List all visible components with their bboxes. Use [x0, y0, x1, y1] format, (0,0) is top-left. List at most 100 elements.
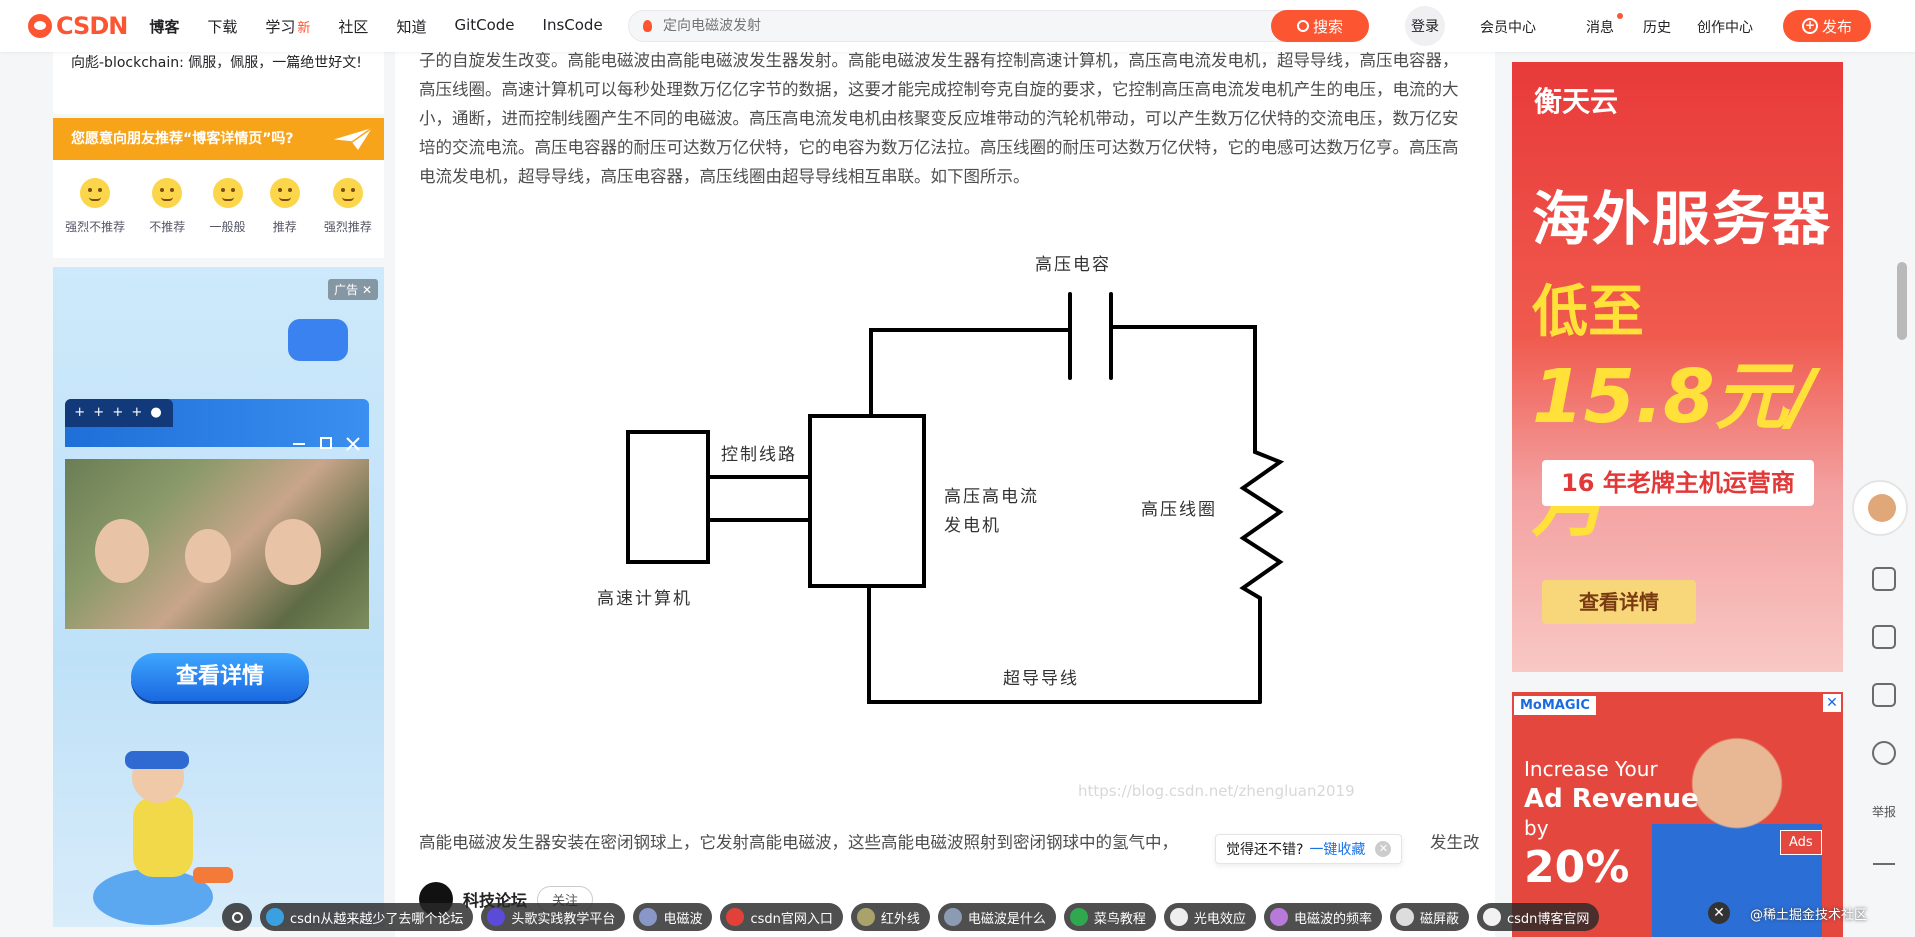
search-icon — [1296, 20, 1309, 32]
message-dot — [1617, 13, 1623, 19]
rating-strongly-not-recommend[interactable]: 强烈不推荐 — [65, 178, 125, 258]
one-click-collect-link[interactable]: 一键收藏 — [1309, 842, 1366, 858]
csdn-logo[interactable]: CSDN — [28, 12, 128, 40]
taskbar-item[interactable]: 红外线 — [850, 903, 930, 931]
ad-line-4: 20% — [1524, 842, 1630, 893]
close-icon[interactable]: ✕ — [1375, 841, 1392, 857]
nav-links: 博客 下载 学习新 社区 知道 GitCode InsCode — [149, 16, 630, 37]
collect-prompt: 觉得还不错? 一键收藏 ✕ — [1215, 834, 1403, 864]
article-body: 子的自旋发生改变。高能电磁波由高能电磁波发生器发射。高能电磁波发生器有控制高速计… — [395, 51, 1495, 937]
nav-learn[interactable]: 学习新 — [265, 17, 311, 36]
messages-link[interactable]: 消息 — [1586, 20, 1614, 36]
top-nav: CSDN 博客 下载 学习新 社区 知道 GitCode InsCode 搜索 … — [0, 0, 1915, 52]
mascot-avatar[interactable] — [1852, 480, 1908, 536]
report-tool[interactable]: 举报 — [1871, 804, 1896, 819]
circuit-diagram: 高压电容 控制线路 高压高电流 发电机 高压线圈 高速计算机 超导导线 — [597, 255, 1285, 704]
smile-face-icon — [269, 178, 300, 208]
right-ad-server[interactable]: 衡天云 海外服务器 低至 15.8元/月 16 年老牌主机运营商 查看详情 — [1512, 62, 1843, 672]
search-button[interactable]: 搜索 — [1271, 10, 1369, 42]
ad-price: 15.8元/月 — [1532, 354, 1816, 547]
article-paragraph-2: 高能电磁波发生器安装在密闭钢球上，它发射高能电磁波，这些高能电磁波照射到密闭钢球… — [419, 833, 1178, 852]
left-advertisement[interactable]: 广告 ✕ + + + + ● 查看详情 — [53, 267, 384, 927]
article-paragraph-1: 子的自旋发生改变。高能电磁波由高能电磁波发生器发射。高能电磁波发生器有控制高速计… — [419, 51, 1459, 186]
new-badge: 新 — [297, 20, 311, 36]
rating-not-recommend[interactable]: 不推荐 — [149, 178, 185, 258]
side-toolbar: 举报 — [1860, 490, 1908, 898]
taskbar-item[interactable]: 电磁波 — [633, 903, 713, 931]
nav-community[interactable]: 社区 — [338, 17, 369, 36]
ads-badge: Ads — [1780, 830, 1822, 855]
image-watermark: https://blog.csdn.net/zhengluan2019 — [1078, 782, 1355, 800]
publish-button[interactable]: + 发布 — [1783, 10, 1871, 42]
nav-gitcode[interactable]: GitCode — [454, 15, 515, 34]
edit-icon — [1872, 683, 1896, 707]
ad-view-details-button[interactable]: 查看详情 — [131, 653, 309, 701]
ad-brand: MoMAGIC — [1514, 696, 1596, 715]
back-to-top-tool[interactable] — [1860, 840, 1908, 898]
comment-blurb: 向彪-blockchain: 佩服，佩服，一篇绝世好文! — [53, 52, 384, 114]
rating-recommend[interactable]: 推荐 — [269, 178, 300, 258]
creator-center-link[interactable]: 创作中心 — [1697, 20, 1753, 36]
label-control-line: 控制线路 — [721, 445, 797, 465]
close-icon[interactable]: ✕ — [1708, 902, 1730, 924]
ad-headline: 海外服务器 — [1532, 185, 1833, 253]
taskbar-item[interactable]: 头歌实践教学平台 — [481, 903, 626, 931]
taskbar-item[interactable]: 磁屏蔽 — [1389, 903, 1469, 931]
ad-subline: 16 年老牌主机运营商 — [1542, 460, 1814, 506]
headset-icon — [1872, 741, 1896, 765]
left-sidebar: 向彪-blockchain: 佩服，佩服，一篇绝世好文! 您愿意向朋友推荐“博客… — [53, 52, 384, 258]
taskbar-item[interactable]: csdn博客官网 — [1476, 903, 1600, 931]
sad-face-icon — [152, 178, 183, 208]
label-capacitor: 高压电容 — [1035, 255, 1111, 275]
nav-inscode[interactable]: InsCode — [542, 15, 603, 34]
ad-line-3: by — [1524, 816, 1549, 840]
rating-options: 强烈不推荐 不推荐 一般般 推荐 强烈推荐 — [53, 160, 384, 258]
label-generator-2: 发电机 — [944, 516, 1001, 536]
chart-icon — [1872, 567, 1896, 591]
search-icon — [231, 911, 243, 923]
label-wire: 超导导线 — [1003, 669, 1079, 689]
article-paragraph-2-tail: 发生改 — [1430, 833, 1480, 852]
ad-price-prefix: 低至 — [1532, 280, 1644, 345]
trend-tool[interactable] — [1860, 550, 1908, 608]
edit-tool[interactable] — [1860, 666, 1908, 724]
label-coil: 高压线圈 — [1141, 500, 1217, 520]
support-tool[interactable] — [1860, 724, 1908, 782]
taskbar-item[interactable]: csdn从越来越少了去哪个论坛 — [260, 903, 474, 931]
taskbar-item[interactable]: csdn官网入口 — [720, 903, 843, 931]
neutral-face-icon — [212, 178, 243, 208]
history-link[interactable]: 历史 — [1643, 20, 1671, 36]
taskbar-item[interactable]: 电磁波是什么 — [937, 903, 1056, 931]
taskbar-search[interactable] — [222, 903, 252, 931]
hot-icon — [643, 20, 652, 32]
window-controls-icon — [293, 437, 360, 451]
ad-tag[interactable]: 广告 ✕ — [328, 279, 378, 300]
clipboard-icon — [1872, 625, 1896, 649]
taskbar-item[interactable]: 光电效应 — [1163, 903, 1256, 931]
rating-strongly-recommend[interactable]: 强烈推荐 — [324, 178, 372, 258]
ad-close-icon[interactable]: ✕ — [1823, 694, 1841, 712]
search-input[interactable] — [663, 11, 1263, 41]
chat-bubble-icon — [288, 319, 348, 361]
rating-neutral[interactable]: 一般般 — [210, 178, 246, 258]
scrollbar[interactable] — [1897, 262, 1907, 340]
taskbar-item[interactable]: 电磁波的频率 — [1263, 903, 1382, 931]
ad-view-details-button[interactable]: 查看详情 — [1542, 580, 1696, 624]
taskbar-item[interactable]: 菜鸟教程 — [1063, 903, 1156, 931]
search-bar: 搜索 — [628, 10, 1369, 42]
nav-zhidao[interactable]: 知道 — [396, 17, 427, 36]
notes-tool[interactable] — [1860, 608, 1908, 666]
corner-watermark: @稀土掘金技术社区 — [1750, 908, 1868, 923]
plus-icon: + — [1801, 18, 1818, 34]
right-ad-momagic[interactable]: MoMAGIC ✕ Increase Your Ad Revenue by 20… — [1512, 692, 1843, 937]
label-computer: 高速计算机 — [597, 589, 692, 609]
paper-plane-icon — [331, 127, 373, 150]
login-button[interactable]: 登录 — [1405, 6, 1445, 46]
nav-blog[interactable]: 博客 — [149, 17, 180, 36]
nav-download[interactable]: 下载 — [207, 17, 238, 36]
angry-face-icon — [80, 178, 111, 208]
grin-face-icon — [332, 178, 363, 208]
member-center-link[interactable]: 会员中心 — [1480, 20, 1536, 36]
ad-line-2: Ad Revenue — [1524, 784, 1699, 814]
label-generator-1: 高压高电流 — [944, 487, 1039, 507]
